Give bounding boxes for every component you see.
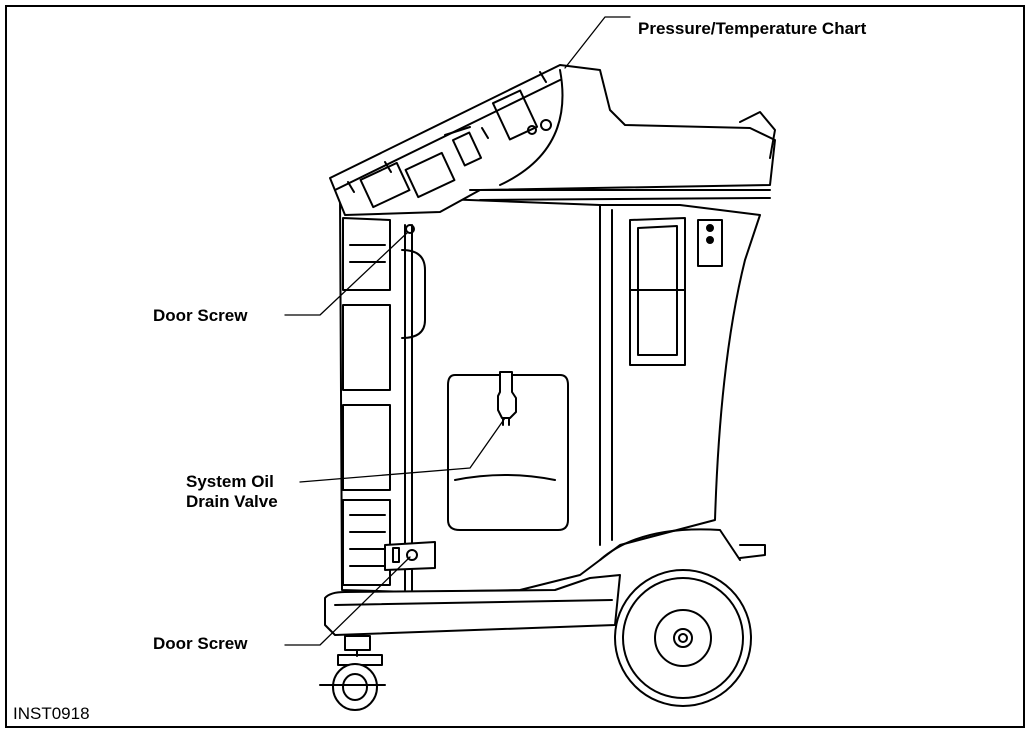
oil-drain-label-line1: System Oil [186,472,274,491]
handle-compartment [629,217,723,366]
base [324,544,766,636]
oil-drain-recess [447,371,569,531]
door-screw-upper-label: Door Screw [153,306,248,325]
leader-oil-drain [299,417,506,483]
leader-door-screw-lower [284,556,411,646]
leader-pressure-chart [564,16,631,69]
door-screws [384,224,436,571]
oil-drain-label-line2: Drain Valve [186,492,278,511]
leader-lines [284,16,631,646]
door-screw-lower-label: Door Screw [153,634,248,653]
cabinet-body [339,194,761,593]
display-components [347,71,552,209]
rear-wheel [599,528,752,707]
control-top [329,64,776,216]
figure-id: INST0918 [13,704,90,723]
front-caster [319,635,386,711]
pressure-chart-label: Pressure/Temperature Chart [638,19,867,38]
door-panel [342,217,426,586]
leader-door-screw-upper [284,231,409,316]
